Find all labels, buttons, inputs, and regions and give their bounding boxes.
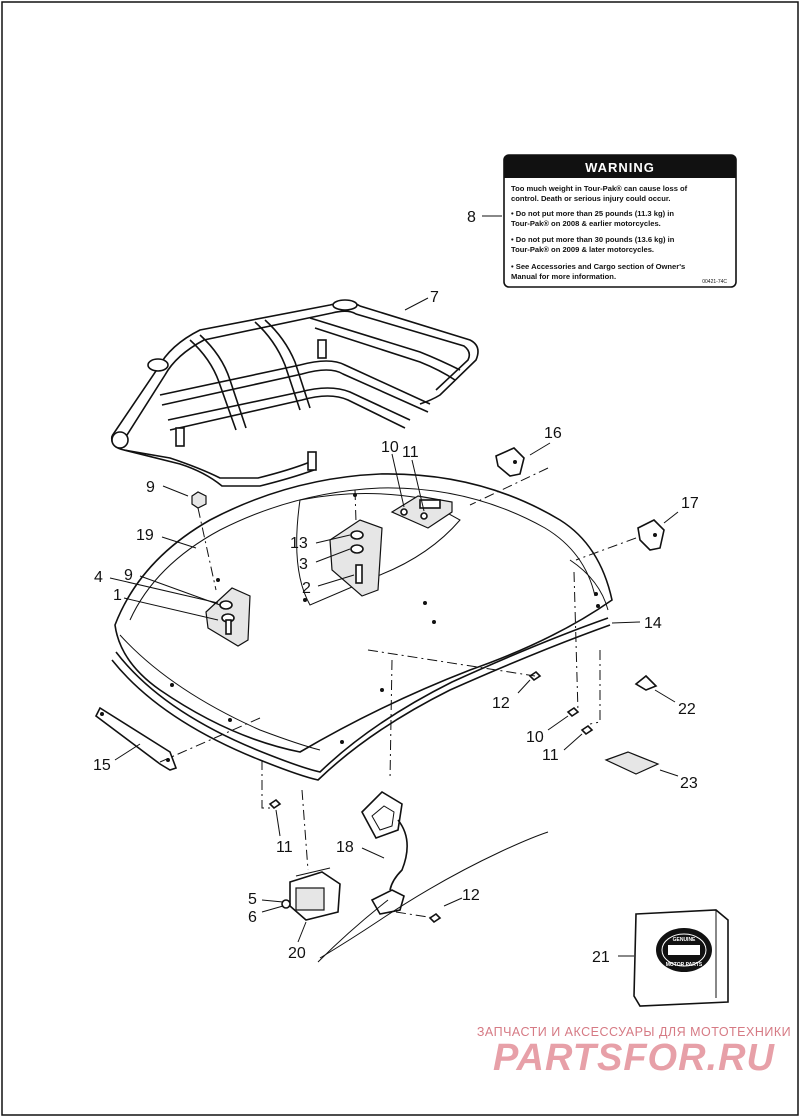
callout-9-top: 9 [146,479,155,496]
warning-line-7: • See Accessories and Cargo section of O… [511,262,685,271]
callout-13: 13 [290,535,308,552]
warning-code: 00421-74C [702,279,727,285]
warning-label: WARNING Too much weight in Tour-Pak® can… [503,154,737,288]
clip-22 [634,674,658,691]
package-badge-top: GENUINE [673,937,696,943]
callout-15: 15 [93,757,111,774]
label-23 [604,751,660,775]
callout-14: 14 [644,615,662,632]
callout-11-top: 11 [402,444,419,461]
warning-line-4: Tour-Pak® on 2008 & earlier motorcycles. [511,219,661,228]
support-strap-15 [94,706,178,771]
warning-line-3: • Do not put more than 25 pounds (11.3 k… [511,209,674,218]
warning-line-8: Manual for more information. [511,272,616,281]
latch-assembly-20 [281,867,341,921]
tour-pak-lid [111,473,613,781]
hinge-16 [495,447,525,477]
bracket-10-11-top [390,495,453,529]
hinge-17 [637,519,665,551]
callout-17: 17 [681,495,699,512]
callout-11-right: 11 [542,747,559,764]
warning-line-1: Too much weight in Tour-Pak® can cause l… [511,184,688,193]
warning-title: WARNING [585,160,655,175]
callout-19: 19 [136,527,154,544]
callout-6: 6 [248,909,257,926]
callout-7: 7 [430,289,439,306]
warning-line-6: Tour-Pak® on 2009 & later motorcycles. [511,245,654,254]
warning-line-2: control. Death or serious injury could o… [511,194,671,203]
callout-8: 8 [467,209,476,226]
callout-5: 5 [248,891,257,908]
callout-20: 20 [288,945,306,962]
watermark-brand: PARTSFOR.RU [493,1037,775,1079]
nut-9 [191,491,207,509]
callout-10-right: 10 [526,729,544,746]
callout-12-upper: 12 [492,695,510,712]
callout-2: 2 [302,580,311,597]
screw-10-lower [566,706,580,718]
screw-11-bottom [268,798,282,810]
callout-12-lower: 12 [462,887,480,904]
callout-23: 23 [680,775,698,792]
callout-21: 21 [592,949,610,966]
callout-3: 3 [299,556,308,573]
callout-9-left: 9 [124,567,133,584]
warning-line-5: • Do not put more than 30 pounds (13.6 k… [511,235,675,244]
light-assembly-18 [361,790,408,915]
package-badge-bottom: MOTOR PARTS [666,962,703,968]
screw-12-lower [428,912,442,924]
screw-11-lower [580,724,594,736]
luggage-rack [110,299,479,487]
callout-22: 22 [678,701,696,718]
callout-1: 1 [113,587,122,604]
parts-package-21: GENUINE MOTOR PARTS [633,909,729,1007]
watermark-tagline: ЗАПЧАСТИ И АКСЕССУАРЫ ДЛЯ МОТОТЕХНИКИ [477,1025,791,1039]
callout-16: 16 [544,425,562,442]
watermark: ЗАПЧАСТИ И АКСЕССУАРЫ ДЛЯ МОТОТЕХНИКИ PA… [477,1025,791,1079]
callout-11-bottom: 11 [276,839,293,856]
callout-10-top: 10 [381,439,399,456]
callout-4: 4 [94,569,103,586]
mount-plate-right [329,519,383,597]
callout-18: 18 [336,839,354,856]
